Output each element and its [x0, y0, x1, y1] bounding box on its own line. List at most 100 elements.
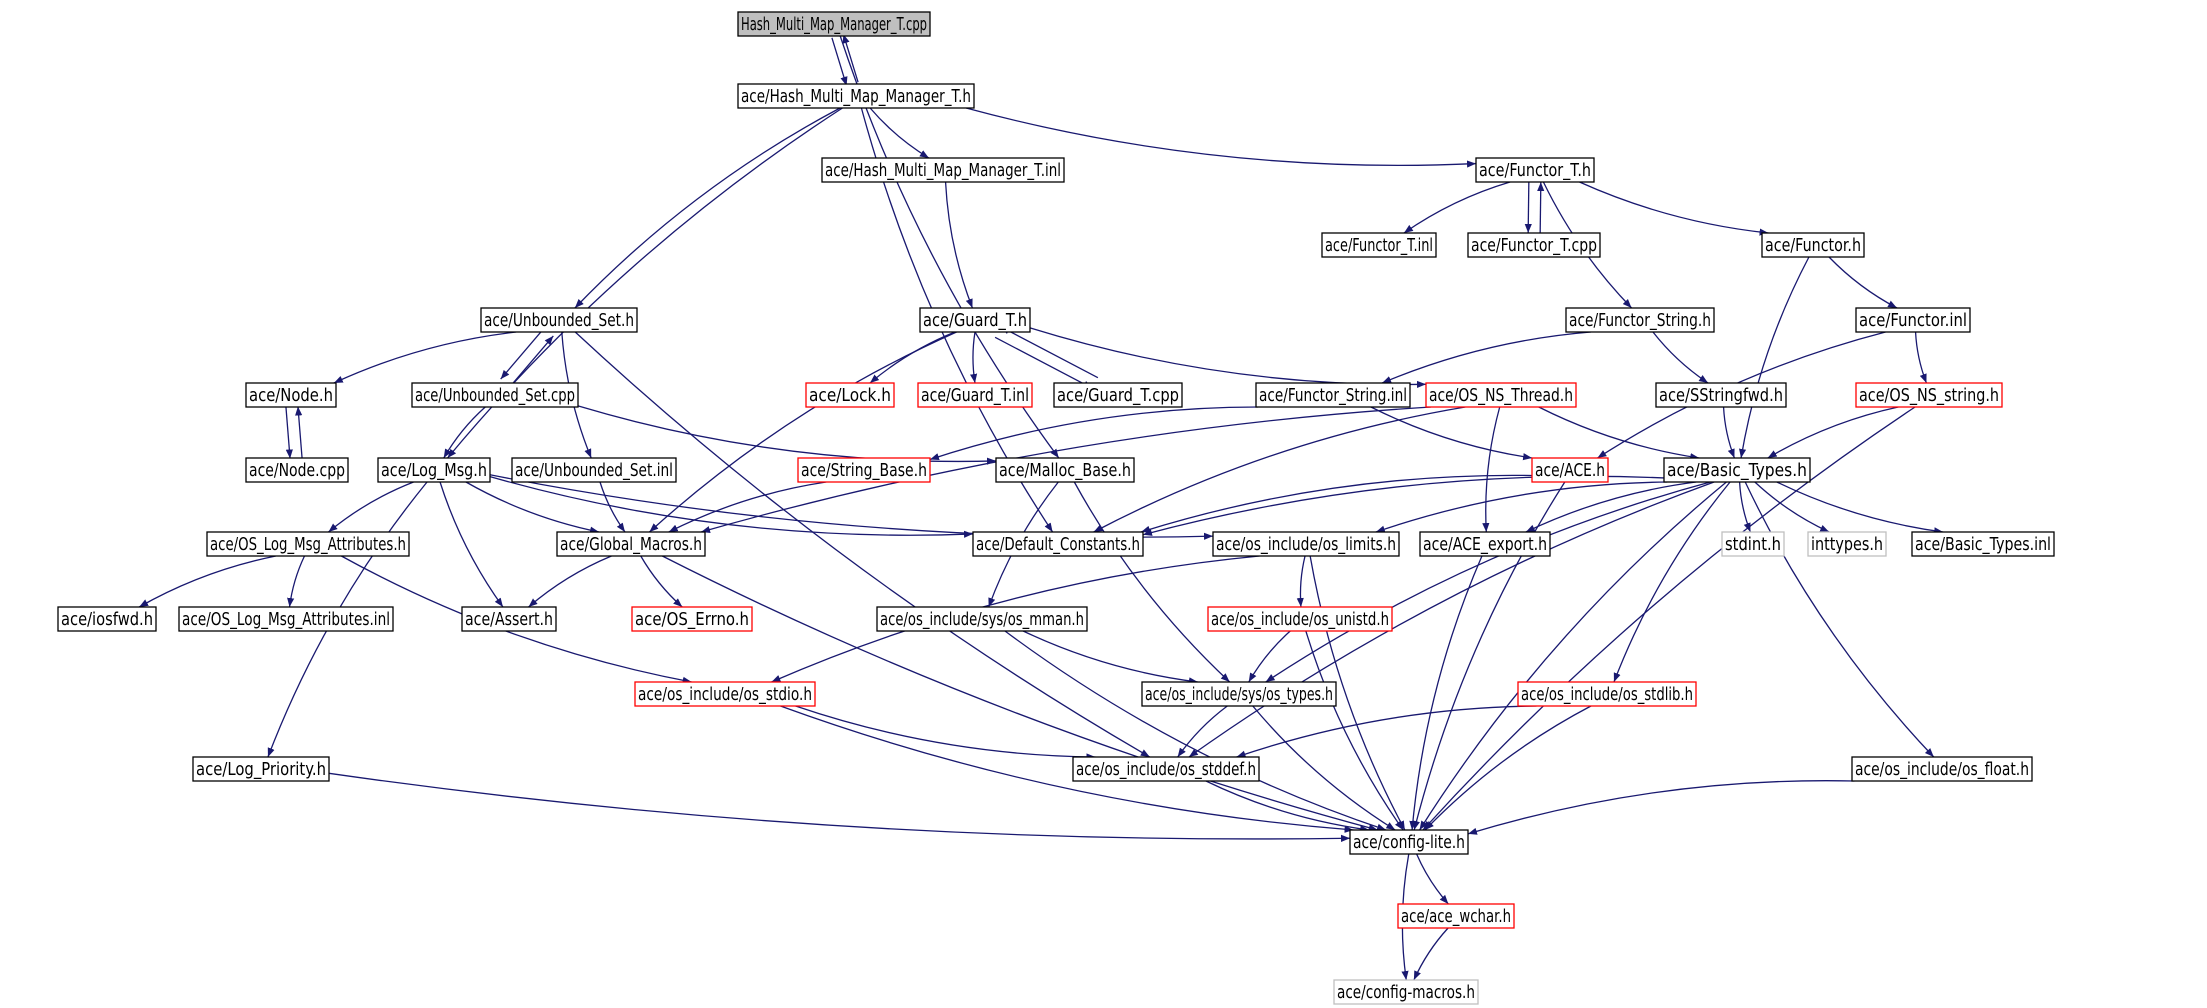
node-default-constants-h[interactable]: ace/Default_Constants.h [972, 531, 1144, 557]
node-assert-h[interactable]: ace/Assert.h [461, 606, 557, 632]
edge-hmm_cpp-to-hmm_h [831, 37, 848, 86]
node-os-ns-string-h[interactable]: ace/OS_NS_string.h [1855, 382, 2003, 408]
node-os-limits-h[interactable]: ace/os_include/os_limits.h [1212, 531, 1400, 557]
node-hmm-cpp[interactable]: Hash_Multi_Map_Manager_T.cpp [737, 11, 931, 37]
node-unbounded-set-h[interactable]: ace/Unbounded_Set.h [480, 307, 638, 333]
edge-node_cpp-to-node_h [295, 406, 303, 458]
node-malloc-base-h[interactable]: ace/Malloc_Base.h [995, 457, 1135, 483]
edge-os_stdlib_h-to-config_lite_h [1424, 705, 1592, 831]
node-log-priority-h[interactable]: ace/Log_Priority.h [192, 756, 330, 782]
node-unbounded-set-inl[interactable]: ace/Unbounded_Set.inl [511, 457, 677, 483]
edge-os_limits_h-to-config_lite_h [1309, 555, 1406, 831]
edge-log_msg_h-to-global_macros_h [465, 481, 600, 534]
node-label: ace/Hash_Multi_Map_Manager_T.inl [825, 161, 1061, 181]
node-box [411, 382, 579, 408]
node-functor-t-h[interactable]: ace/Functor_T.h [1475, 157, 1595, 183]
node-basic-types-h[interactable]: ace/Basic_Types.h [1663, 457, 1811, 483]
edge-basic_types_h-to-os_types_h [1265, 481, 1711, 683]
edge-basic_types_h-to-ace_export_h [1525, 481, 1697, 533]
node-os-log-msg-attr-h[interactable]: ace/OS_Log_Msg_Attributes.h [206, 531, 410, 557]
node-unbounded-set-cpp[interactable]: ace/Unbounded_Set.cpp [411, 382, 579, 408]
edge-sstringfwd_h-to-basic_types_h [1722, 406, 1736, 459]
node-box [461, 606, 557, 632]
node-node-h[interactable]: ace/Node.h [245, 382, 337, 408]
edge-ace_h-to-default_constants_h [1140, 474, 1533, 533]
node-label: ace/Functor.inl [1859, 311, 1967, 331]
node-label: ace/Functor_T.cpp [1471, 236, 1597, 256]
node-label: ace/OS_Log_Msg_Attributes.h [210, 535, 406, 555]
edge-log_msg_h-to-default_constants_h [489, 476, 974, 538]
node-os-stdio-h[interactable]: ace/os_include/os_stdio.h [634, 681, 816, 707]
node-label: ace/Log_Msg.h [381, 461, 487, 481]
node-basic-types-inl[interactable]: ace/Basic_Types.inl [1911, 531, 2055, 557]
node-os-mman-h[interactable]: ace/os_include/sys/os_mman.h [876, 606, 1088, 632]
node-box [1655, 382, 1787, 408]
edge-os_stdio_h-to-os_stddef_h [795, 705, 1096, 761]
node-label: ace/os_include/sys/os_types.h [1145, 685, 1333, 705]
node-functor-h[interactable]: ace/Functor.h [1761, 232, 1865, 258]
node-hmm-h[interactable]: ace/Hash_Multi_Map_Manager_T.h [737, 83, 975, 109]
node-box [1072, 756, 1260, 782]
node-box [511, 457, 677, 483]
node-os-stdlib-h[interactable]: ace/os_include/os_stdlib.h [1517, 681, 1697, 707]
node-label: ace/Node.h [249, 386, 333, 406]
node-os-float-h[interactable]: ace/os_include/os_float.h [1851, 756, 2033, 782]
edge-unbounded_set_h-to-os_stddef_h [574, 331, 1151, 758]
node-lock-h[interactable]: ace/Lock.h [805, 382, 895, 408]
node-box [1517, 681, 1697, 707]
edge-guard_t_cpp-to-guard_t_h [1000, 326, 1099, 379]
node-config-lite-h[interactable]: ace/config-lite.h [1349, 829, 1469, 855]
node-os-ns-thread-h[interactable]: ace/OS_NS_Thread.h [1425, 382, 1577, 408]
node-os-types-h[interactable]: ace/os_include/sys/os_types.h [1141, 681, 1337, 707]
node-label: ace/config-macros.h [1337, 983, 1475, 1003]
node-ace-export-h[interactable]: ace/ACE_export.h [1419, 531, 1551, 557]
edge-os_mman_h-to-os_types_h [1022, 630, 1198, 685]
node-functor-string-inl[interactable]: ace/Functor_String.inl [1255, 382, 1411, 408]
node-os-unistd-h[interactable]: ace/os_include/os_unistd.h [1207, 606, 1393, 632]
node-stdint-h: stdint.h [1721, 531, 1785, 557]
node-functor-inl[interactable]: ace/Functor.inl [1855, 307, 1971, 333]
node-guard-t-h[interactable]: ace/Guard_T.h [919, 307, 1031, 333]
nodes: Hash_Multi_Map_Manager_T.cpp ace/Hash_Mul… [57, 11, 2055, 1005]
edge-functor_inl-to-os_ns_string_h [1914, 331, 1928, 384]
node-functor-t-inl[interactable]: ace/Functor_T.inl [1321, 232, 1437, 258]
node-label: ace/ace_wchar.h [1401, 907, 1511, 927]
node-string-base-h[interactable]: ace/String_Base.h [797, 457, 931, 483]
edge-config_lite_h-to-ace_wchar_h [1416, 853, 1449, 905]
edge-os_unistd_h-to-os_types_h [1248, 630, 1291, 683]
node-label: ace/Functor.h [1765, 236, 1861, 256]
node-os-log-msg-attr-inl[interactable]: ace/OS_Log_Msg_Attributes.inl [178, 606, 394, 632]
node-label: ace/Functor_String.h [1569, 311, 1711, 331]
node-box [1911, 531, 2055, 557]
node-ace-h[interactable]: ace/ACE.h [1531, 457, 1609, 483]
node-box [805, 382, 895, 408]
node-label: ace/Assert.h [465, 610, 553, 630]
edge-basic_types_h-to-basic_types_inl [1776, 481, 1944, 535]
edge-basic_types_h-to-inttypes_h [1754, 481, 1830, 533]
node-label: ace/Guard_T.inl [921, 386, 1029, 406]
edge-basic_types_h-to-default_constants_h [1142, 475, 1665, 536]
edge-os_ns_thread_h-to-ace_export_h [1482, 406, 1501, 533]
edge-guard_t_h-to-guard_t_inl [970, 331, 978, 384]
node-guard-t-inl[interactable]: ace/Guard_T.inl [917, 382, 1033, 408]
node-box [1851, 756, 2033, 782]
edge-global_macros_h-to-os_errno_h [640, 555, 683, 608]
node-label: ace/Global_Macros.h [560, 535, 702, 555]
edge-os_log_msg_attr_h-to-os_log_msg_attr_inl [287, 555, 306, 608]
node-node-cpp[interactable]: ace/Node.cpp [245, 457, 349, 483]
node-functor-t-cpp[interactable]: ace/Functor_T.cpp [1467, 232, 1601, 258]
node-log-msg-h[interactable]: ace/Log_Msg.h [377, 457, 491, 483]
node-global-macros-h[interactable]: ace/Global_Macros.h [556, 531, 706, 557]
node-iosfwd-h[interactable]: ace/iosfwd.h [57, 606, 157, 632]
node-guard-t-cpp[interactable]: ace/Guard_T.cpp [1053, 382, 1183, 408]
node-hmm-inl[interactable]: ace/Hash_Multi_Map_Manager_T.inl [821, 157, 1065, 183]
node-ace-wchar-h[interactable]: ace/ace_wchar.h [1397, 903, 1515, 929]
node-os-errno-h[interactable]: ace/OS_Errno.h [631, 606, 753, 632]
node-sstringfwd-h[interactable]: ace/SStringfwd.h [1655, 382, 1787, 408]
node-box [206, 531, 410, 557]
edge-ace_wchar_h-to-config_macros_h [1413, 927, 1449, 981]
node-label: ace/Node.cpp [249, 461, 345, 481]
node-os-stddef-h[interactable]: ace/os_include/os_stddef.h [1072, 756, 1260, 782]
edge-os_stddef_h-to-config_lite_h [1205, 780, 1370, 833]
node-functor-string-h[interactable]: ace/Functor_String.h [1565, 307, 1715, 333]
